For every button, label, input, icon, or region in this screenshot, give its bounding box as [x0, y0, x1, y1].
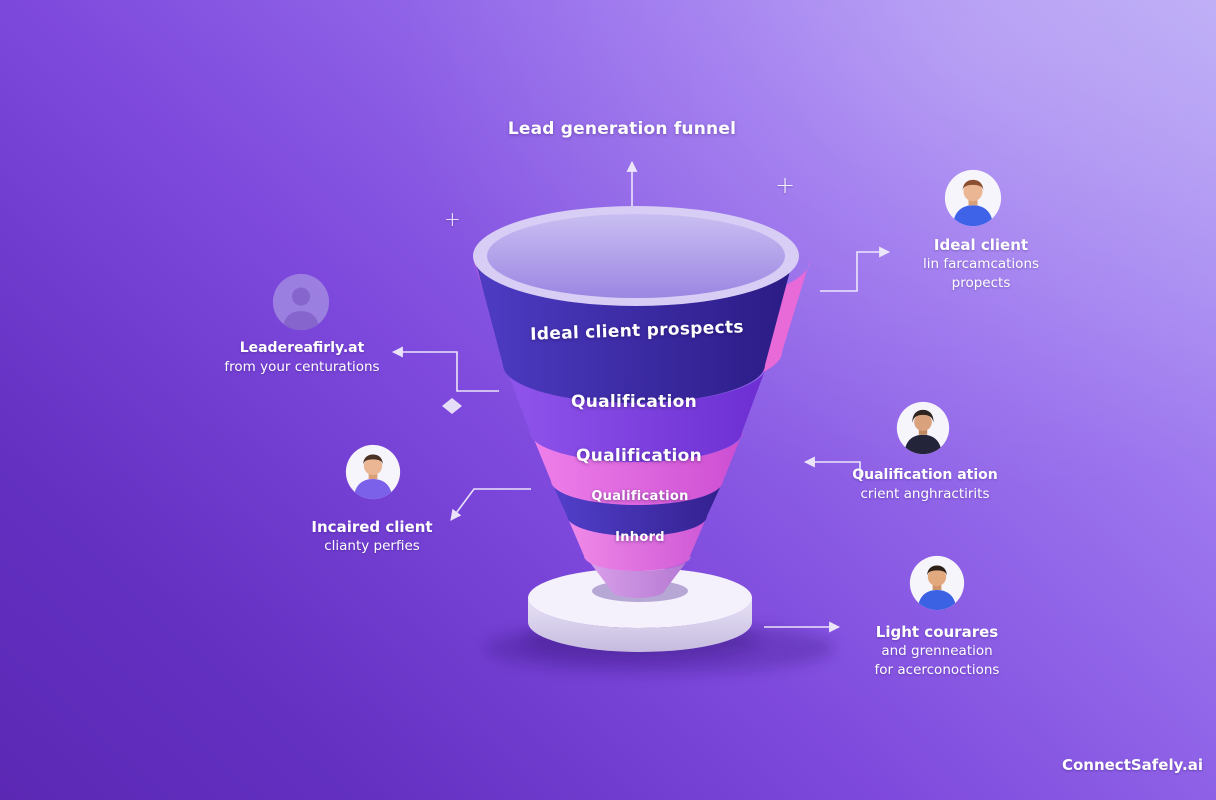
annotation-line: Leadereafirly.at [239, 340, 365, 356]
page-title: Lead generation funnel [507, 119, 737, 139]
funnel-stage-label-3: Qualification [575, 446, 703, 466]
annotation-line: for acerconoctions [874, 662, 1000, 678]
funnel-stage-label-2: Qualification [570, 392, 698, 412]
funnel-stage-label-5: Inhord [615, 530, 665, 545]
annotation-line: and grenneation [881, 643, 993, 659]
funnel-stage-label-4: Qualification [591, 489, 689, 504]
plus-icon-left: + [444, 207, 461, 231]
avatar-light-courares [909, 555, 965, 611]
annotation-line: Light courares [875, 623, 999, 641]
funnel-stem [585, 556, 691, 598]
annotation-line: Qualification ation [852, 467, 998, 483]
diamond-marker [442, 398, 462, 414]
avatar-ideal-client [944, 169, 1002, 227]
funnel-stage-5 [567, 516, 707, 571]
annotation-line: clianty perfies [324, 538, 420, 554]
watermark: ConnectSafely.ai [1061, 756, 1203, 774]
annotation-line: from your centurations [224, 359, 380, 375]
avatar-silhouette-icon [272, 273, 330, 331]
connector-left-bottom [450, 488, 531, 521]
funnel-opening [487, 214, 785, 298]
annotation-line: propects [951, 275, 1011, 291]
funnel-stage-1 [474, 256, 794, 403]
avatar-qualification [896, 401, 950, 455]
annotation-line: lin farcamcations [922, 256, 1040, 272]
annotation-line: Ideal client [933, 236, 1029, 254]
plus-icon-right: + [775, 171, 796, 199]
annotation-left-bottom: Incaired client clianty perfies [262, 518, 482, 556]
connector-right-middle [803, 456, 861, 479]
annotation-right-top: Ideal client lin farcamcations propects [871, 236, 1091, 293]
connector-right-top [820, 246, 891, 292]
annotation-line: Incaired client [311, 518, 433, 536]
funnel-stage-2 [505, 365, 767, 462]
annotation-left-top: Leadereafirly.at from your centurations [182, 339, 422, 377]
avatar-incaired-client [345, 444, 401, 500]
funnel-stage-3 [531, 432, 743, 505]
annotation-line: crient anghractirits [860, 486, 990, 502]
funnel-stage-4 [551, 481, 723, 536]
connector-left-top [391, 346, 499, 392]
annotation-right-middle: Qualification ation crient anghractirits [815, 466, 1035, 504]
annotation-right-bottom: Light courares and grenneation for acerc… [827, 623, 1047, 680]
